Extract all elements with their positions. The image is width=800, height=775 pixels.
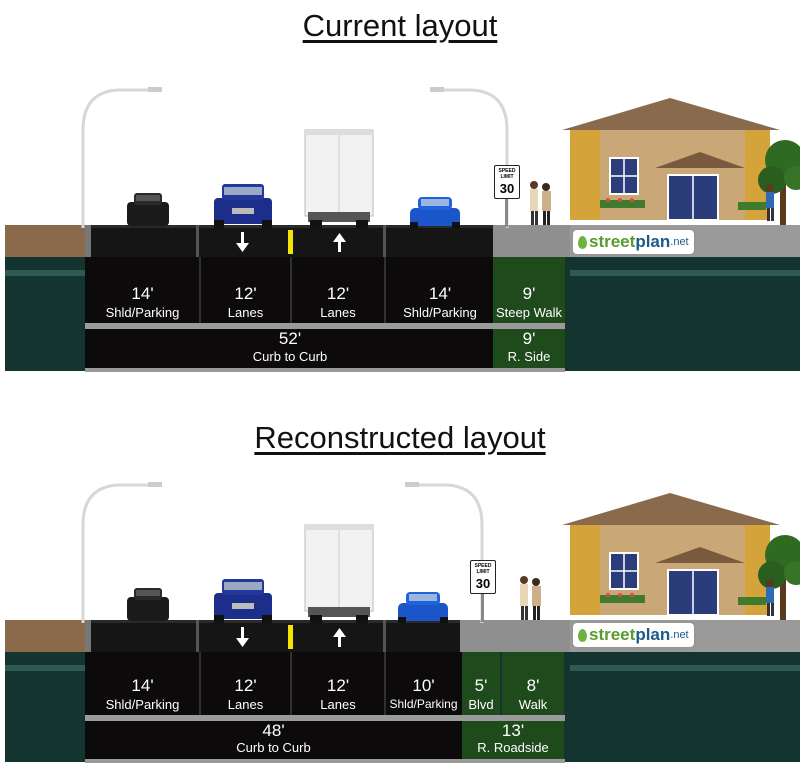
walk-segment-box <box>502 652 564 715</box>
roadside-total-box <box>462 721 564 759</box>
blue-car-icon <box>410 197 460 228</box>
black-car-icon <box>127 193 169 226</box>
segment-box <box>85 257 495 323</box>
segment-label: Shld/Parking <box>105 697 180 712</box>
total-label: Curb to Curb <box>236 740 311 755</box>
down-arrow-icon <box>236 627 249 647</box>
rside-total-box <box>493 329 565 369</box>
total-width: 9' <box>522 329 536 348</box>
sign-value-text: 30 <box>475 576 491 591</box>
logo-part-street: street <box>589 625 636 644</box>
box-truck-icon <box>304 524 374 623</box>
current-layout-title: Current layout <box>302 8 498 43</box>
leaf-icon <box>578 235 587 249</box>
dirt-shoulder <box>5 620 85 652</box>
segment-width: 8' <box>526 676 540 695</box>
sign-limit-text: LIMIT <box>500 174 514 180</box>
logo-part-plan: plan <box>635 232 671 251</box>
sign-limit-text: LIMIT <box>476 569 490 575</box>
segment-label: Lanes <box>227 697 264 712</box>
segment-width: 10' <box>412 676 435 695</box>
house-icon <box>562 98 780 221</box>
segment-width: 12' <box>234 676 257 695</box>
leaf-icon <box>578 628 587 642</box>
streetlight-left <box>81 88 160 228</box>
segment-width: 5' <box>474 676 488 695</box>
segment-width: 14' <box>131 676 154 695</box>
segment-label: Blvd <box>468 697 494 712</box>
total-label: R. Roadside <box>477 740 549 755</box>
segment-width: 12' <box>234 284 257 303</box>
streetlight-right <box>432 88 509 228</box>
total-box <box>85 721 462 759</box>
resident-icon <box>766 184 774 221</box>
blue-pickup-icon <box>214 579 272 623</box>
segment-label: Lanes <box>227 305 264 320</box>
tree-icon <box>758 535 800 620</box>
total-label: Curb to Curb <box>252 349 328 364</box>
segment-width: 12' <box>326 676 350 695</box>
pedestrians-icon <box>530 181 551 225</box>
total-width: 13' <box>501 721 525 740</box>
pedestrians-icon <box>520 576 541 620</box>
logo-part-net: .net <box>670 629 689 641</box>
road-asphalt <box>85 620 460 652</box>
streetlight-right <box>407 483 484 623</box>
sidewalk-surface <box>460 620 570 652</box>
logo-part-plan: plan <box>635 625 671 644</box>
segment-label: Lanes <box>320 305 356 320</box>
yellow-center-line <box>288 625 293 649</box>
walk-segment-box <box>493 257 565 323</box>
segment-label: Lanes <box>320 697 356 712</box>
segment-width: 14' <box>131 284 154 303</box>
sign-value-text: 30 <box>499 181 515 196</box>
dirt-shoulder <box>5 225 85 257</box>
logo-part-street: street <box>589 232 636 251</box>
reconstructed-layout-title: Reconstructed layout <box>254 420 546 455</box>
box-truck-icon <box>304 129 374 228</box>
house-icon <box>562 493 780 616</box>
segment-width: 9' <box>522 284 536 303</box>
total-width: 52' <box>278 329 302 348</box>
up-arrow-icon <box>333 628 346 647</box>
segment-label: Shld/Parking <box>389 697 458 711</box>
sign-speed-text: SPEED <box>498 168 516 174</box>
yellow-center-line <box>288 230 293 254</box>
segment-label: Shld/Parking <box>105 305 180 320</box>
speed-limit-sign: SPEED LIMIT 30 <box>494 165 520 199</box>
streetlight-left <box>81 483 160 623</box>
segment-label: Shld/Parking <box>403 305 477 320</box>
black-car-icon <box>127 588 169 621</box>
segment-width: 14' <box>428 284 452 303</box>
blvd-segment-box <box>462 652 500 715</box>
down-arrow-icon <box>236 232 249 252</box>
sign-speed-text: SPEED <box>474 563 492 569</box>
resident-icon <box>766 579 774 616</box>
segment-label: Walk <box>518 697 548 712</box>
segment-width: 12' <box>326 284 350 303</box>
speed-limit-sign: SPEED LIMIT 30 <box>470 560 496 594</box>
blue-car-icon <box>398 592 448 623</box>
reconstructed-street-graphic <box>5 482 800 763</box>
blue-pickup-icon <box>214 184 272 228</box>
total-width: 48' <box>262 721 285 740</box>
tree-icon <box>758 140 800 225</box>
logo-part-net: .net <box>670 236 689 248</box>
total-box <box>85 329 495 369</box>
up-arrow-icon <box>333 233 346 252</box>
segment-label: Steep Walk <box>496 305 562 320</box>
segment-box <box>85 652 462 715</box>
sidewalk-surface <box>493 225 570 257</box>
total-label: R. Side <box>507 349 551 364</box>
